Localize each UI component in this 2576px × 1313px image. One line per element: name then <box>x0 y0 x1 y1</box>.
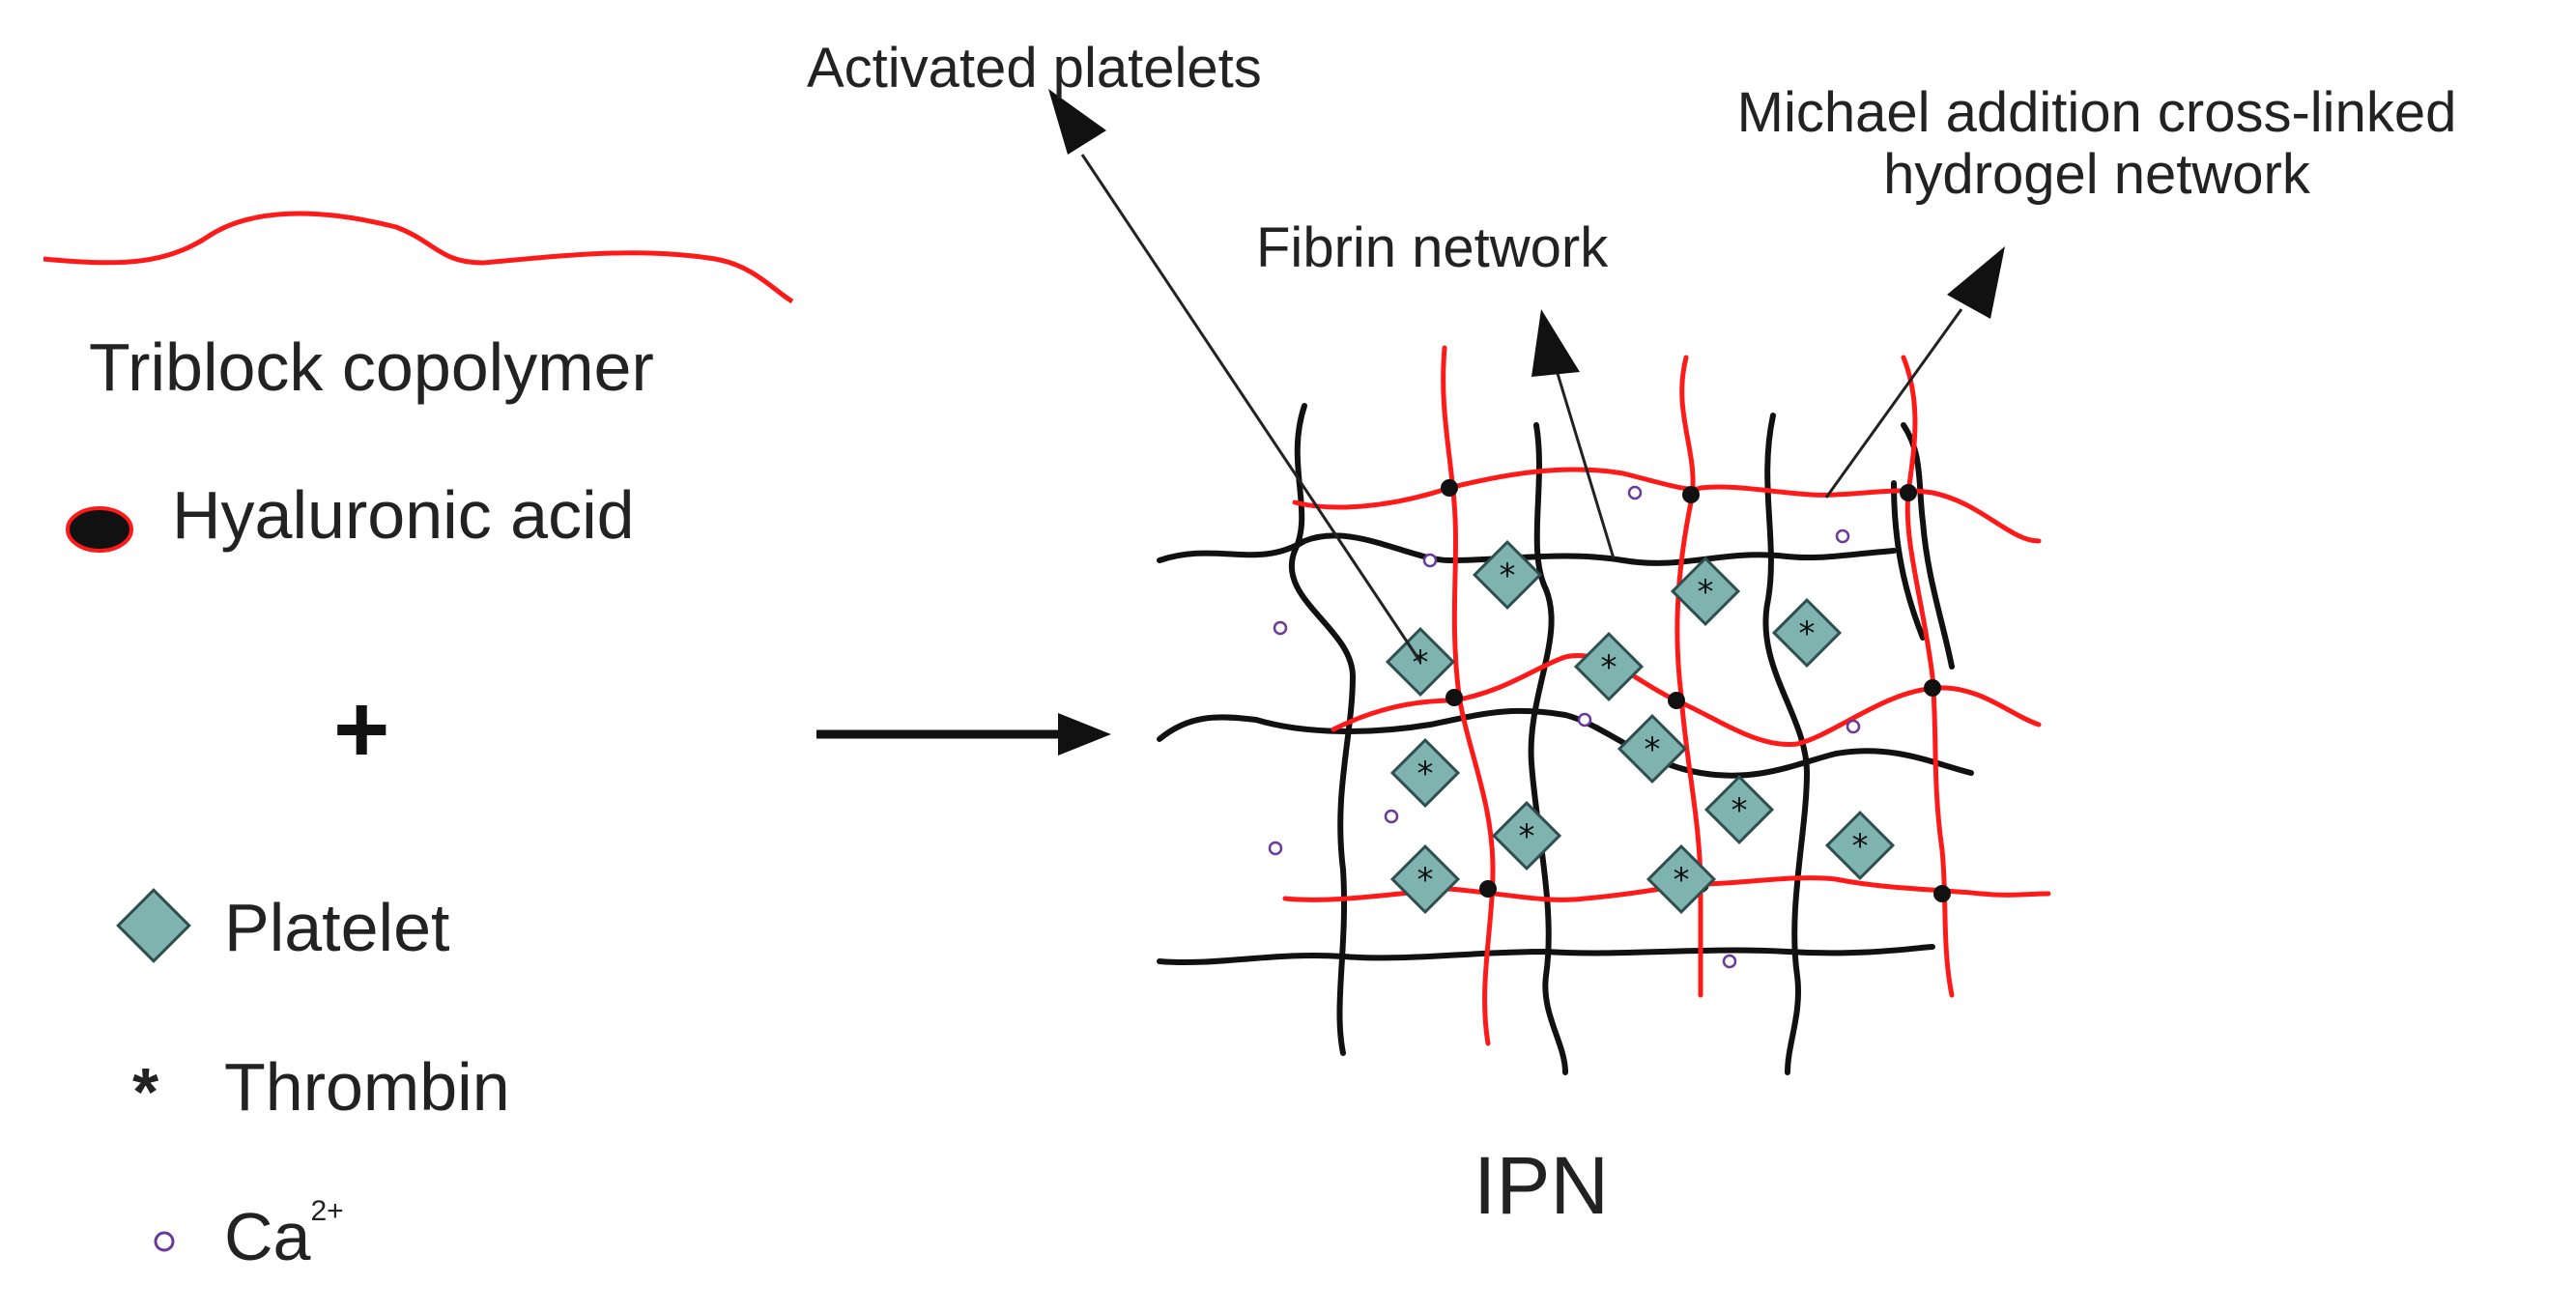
hydrogel-network-label: Michael addition cross-linked hydrogel n… <box>1643 85 2551 203</box>
hydrogel-network-label-line1: Michael addition cross-linked <box>1736 81 2457 144</box>
calcium-icon <box>154 1231 175 1252</box>
platelet-label: Platelet <box>224 890 450 965</box>
ipn-label: IPN <box>1474 1140 1610 1231</box>
activated-platelets-pointer <box>1048 89 1422 663</box>
calcium-label-base: Ca <box>224 1199 311 1274</box>
reaction-arrow <box>816 713 1111 756</box>
calcium-label: Ca2+ <box>224 1197 344 1271</box>
fibrin-network-pointer <box>1531 309 1616 559</box>
triblock-copolymer-icon <box>43 211 794 304</box>
thrombin-icon: * <box>132 1054 159 1129</box>
fibrin-network-label: Fibrin network <box>1256 216 1609 279</box>
plus-sign: + <box>333 675 390 784</box>
hydrogel-network-label-line2: hydrogel network <box>1883 143 2310 206</box>
thrombin-label: Thrombin <box>224 1049 510 1125</box>
triblock-copolymer-label: Triblock copolymer <box>89 329 654 405</box>
hyaluronic-acid-label: Hyaluronic acid <box>172 477 635 553</box>
platelet-icon <box>116 888 191 963</box>
hydrogel-network-pointer <box>1824 246 2005 499</box>
hyaluronic-acid-icon <box>66 506 133 553</box>
fibrin-network <box>1157 403 1974 1075</box>
activated-platelets-label: Activated platelets <box>807 37 1262 100</box>
calcium-label-superscript: 2+ <box>310 1195 344 1227</box>
